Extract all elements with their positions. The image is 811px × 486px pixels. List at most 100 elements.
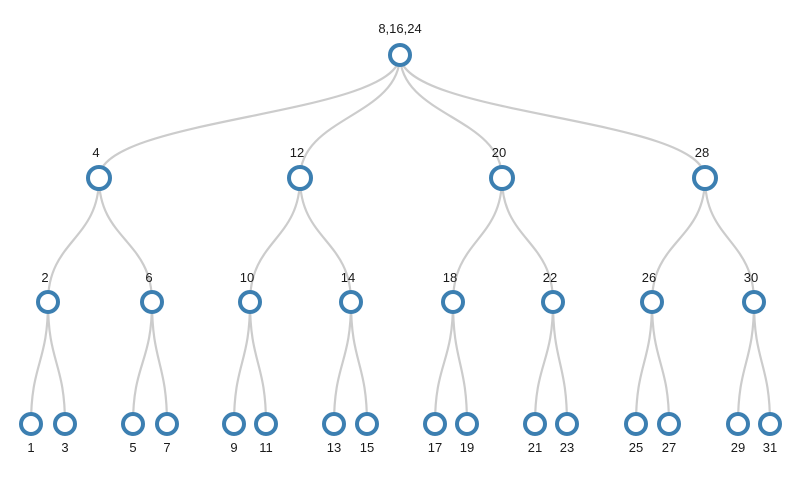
tree-node-label: 12 xyxy=(290,145,304,160)
tree-node[interactable]: 2 xyxy=(36,270,60,314)
tree-link xyxy=(551,300,569,426)
tree-node-circle[interactable] xyxy=(441,290,465,314)
tree-node-label: 5 xyxy=(129,440,136,455)
tree-node-circle[interactable] xyxy=(53,412,77,436)
tree-node[interactable]: 10 xyxy=(238,270,262,314)
tree-node-label: 4 xyxy=(92,145,99,160)
tree-node-circle[interactable] xyxy=(758,412,782,436)
tree-node[interactable]: 1 xyxy=(19,412,43,455)
tree-link xyxy=(46,176,101,304)
tree-node[interactable]: 3 xyxy=(53,412,77,455)
tree-node-circle[interactable] xyxy=(657,412,681,436)
tree-node-label: 6 xyxy=(145,270,152,285)
tree-node-circle[interactable] xyxy=(742,290,766,314)
tree-node-label: 17 xyxy=(428,440,442,455)
tree-node-label: 30 xyxy=(744,270,758,285)
tree-node-circle[interactable] xyxy=(254,412,278,436)
tree-node-circle[interactable] xyxy=(489,165,515,191)
tree-link xyxy=(433,300,455,426)
tree-node-circle[interactable] xyxy=(355,412,379,436)
tree-node[interactable]: 15 xyxy=(355,412,379,455)
tree-node-circle[interactable] xyxy=(339,290,363,314)
tree-node-circle[interactable] xyxy=(555,412,579,436)
tree-node[interactable]: 30 xyxy=(742,270,766,314)
tree-node[interactable]: 9 xyxy=(222,412,246,455)
tree-node[interactable]: 4 xyxy=(86,145,112,191)
tree-link xyxy=(451,176,504,304)
tree-node-label: 10 xyxy=(240,270,254,285)
tree-node-label: 1 xyxy=(27,440,34,455)
tree-node[interactable]: 21 xyxy=(523,412,547,455)
tree-node[interactable]: 27 xyxy=(657,412,681,455)
tree-node-circle[interactable] xyxy=(541,290,565,314)
tree-node-label: 18 xyxy=(443,270,457,285)
tree-node[interactable]: 19 xyxy=(455,412,479,455)
tree-node[interactable]: 11 xyxy=(254,412,278,455)
tree-node[interactable]: 25 xyxy=(624,412,648,455)
tree-node-label: 25 xyxy=(629,440,643,455)
tree-node-label: 28 xyxy=(695,145,709,160)
tree-node[interactable]: 26 xyxy=(640,270,664,314)
tree-node-circle[interactable] xyxy=(140,290,164,314)
tree-node-circle[interactable] xyxy=(624,412,648,436)
tree-link xyxy=(150,300,169,426)
tree-node-circle[interactable] xyxy=(388,43,412,67)
tree-node[interactable]: 23 xyxy=(555,412,579,455)
tree-node-label: 23 xyxy=(560,440,574,455)
tree-node[interactable]: 28 xyxy=(692,145,718,191)
tree-link xyxy=(650,176,707,304)
tree-node[interactable]: 14 xyxy=(339,270,363,314)
tree-node-circle[interactable] xyxy=(222,412,246,436)
tree-node-label: 13 xyxy=(327,440,341,455)
tree-node[interactable]: 20 xyxy=(489,145,515,191)
tree-link xyxy=(332,300,353,426)
tree-node[interactable]: 6 xyxy=(140,270,164,314)
tree-node-label: 7 xyxy=(163,440,170,455)
tree-node-label: 19 xyxy=(460,440,474,455)
tree-node[interactable]: 17 xyxy=(423,412,447,455)
tree-link xyxy=(398,53,707,180)
tree-node-label: 11 xyxy=(259,440,273,455)
tree-link xyxy=(650,300,671,426)
tree-node-circle[interactable] xyxy=(155,412,179,436)
tree-link xyxy=(298,53,402,180)
tree-link xyxy=(97,176,154,304)
tree-node-circle[interactable] xyxy=(36,290,60,314)
tree-node-circle[interactable] xyxy=(423,412,447,436)
tree-node-circle[interactable] xyxy=(640,290,664,314)
tree-node-circle[interactable] xyxy=(121,412,145,436)
tree-link xyxy=(451,300,469,426)
tree-node-circle[interactable] xyxy=(726,412,750,436)
tree-link xyxy=(634,300,654,426)
tree-node-circle[interactable] xyxy=(287,165,313,191)
tree-node-label: 9 xyxy=(230,440,237,455)
tree-node[interactable]: 29 xyxy=(726,412,750,455)
tree-node-circle[interactable] xyxy=(19,412,43,436)
tree-node[interactable]: 12 xyxy=(287,145,313,191)
tree-node-circle[interactable] xyxy=(455,412,479,436)
tree-node[interactable]: 7 xyxy=(155,412,179,455)
tree-node[interactable]: 31 xyxy=(758,412,782,455)
tree-node-circle[interactable] xyxy=(322,412,346,436)
tree-node[interactable]: 22 xyxy=(541,270,565,314)
tree-link xyxy=(533,300,555,426)
tree-node[interactable]: 5 xyxy=(121,412,145,455)
tree-link xyxy=(232,300,252,426)
tree-node-circle[interactable] xyxy=(523,412,547,436)
tree-link xyxy=(97,53,402,180)
tree-node[interactable]: 13 xyxy=(322,412,346,455)
tree-link xyxy=(131,300,154,426)
tree-link xyxy=(46,300,67,426)
tree-node-circle[interactable] xyxy=(86,165,112,191)
tree-node-label: 29 xyxy=(731,440,745,455)
tree-node[interactable]: 8,16,24 xyxy=(378,21,422,67)
tree-node-label: 14 xyxy=(341,270,355,285)
tree-node-circle[interactable] xyxy=(692,165,718,191)
tree-node[interactable]: 18 xyxy=(441,270,465,314)
tree-node-label: 21 xyxy=(528,440,542,455)
tree-node-label: 31 xyxy=(763,440,777,455)
tree-node-circle[interactable] xyxy=(238,290,262,314)
